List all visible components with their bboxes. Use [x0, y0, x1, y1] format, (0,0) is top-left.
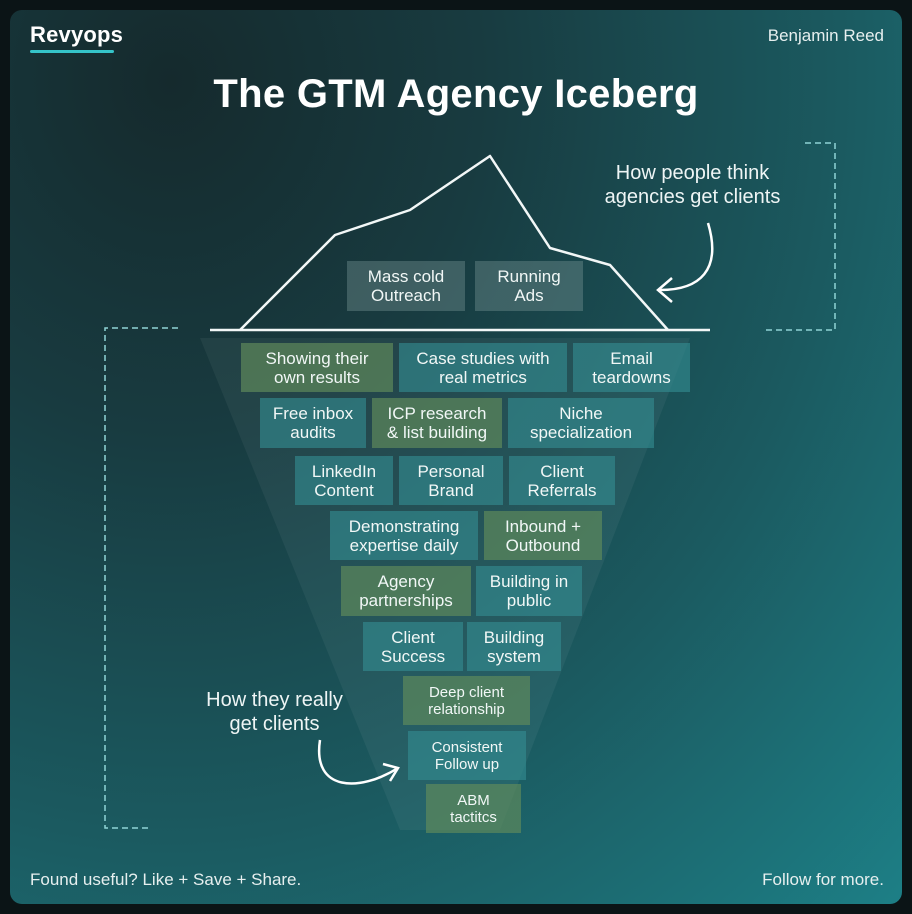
author-name: Benjamin Reed [767, 26, 884, 45]
underwater-label: How they really get clients [182, 688, 367, 736]
item-line1: Building in [489, 572, 569, 591]
tip-label-line2: agencies get clients [604, 186, 781, 208]
tip-label: How people think agencies get clients [585, 161, 800, 209]
tip-item-line1: Running [497, 267, 561, 286]
item-line1: Client [540, 461, 584, 481]
item-line2: public [506, 591, 552, 610]
item-line1: Case studies with [416, 348, 550, 368]
item-line1: Showing their [265, 348, 369, 368]
brand-logo: Revyops [30, 22, 124, 47]
underwater-item: Inbound +Outbound [484, 511, 602, 560]
item-line2: & list building [386, 423, 488, 442]
item-line1: Free inbox [272, 404, 354, 423]
item-line1: Personal [417, 461, 485, 481]
iceberg-card: Revyops Benjamin Reed The GTM Agency Ice… [10, 10, 902, 904]
item-line2: teardowns [592, 367, 671, 387]
item-line2: own results [274, 367, 360, 387]
item-line1: Consistent [431, 738, 503, 756]
item-line1: Inbound + [504, 516, 582, 536]
brand-underline [30, 50, 114, 53]
tip-item-line1: Mass cold [367, 267, 445, 286]
tip-item-line2: Ads [514, 286, 544, 305]
item-line2: tactitcs [450, 808, 497, 826]
item-line1: Demonstrating [348, 516, 460, 536]
item-line1: ICP research [387, 404, 487, 423]
item-line2: Success [380, 646, 446, 666]
tip-arrow [659, 222, 714, 292]
item-line2: Content [314, 480, 374, 500]
tip-arrow-head [656, 277, 673, 303]
item-line1: Deep client [428, 683, 505, 701]
item-line2: partnerships [359, 591, 453, 610]
item-line1: LinkedIn [311, 461, 377, 481]
item-line2: Referrals [527, 480, 597, 500]
tip-bracket [765, 142, 836, 331]
item-line2: system [487, 646, 541, 666]
item-line2: relationship [428, 700, 505, 718]
underwater-item: ICP research& list building [372, 398, 502, 448]
item-line2: specialization [529, 423, 633, 442]
page-title: The GTM Agency Iceberg [213, 72, 699, 116]
item-line1: Client [391, 627, 435, 647]
item-line2: real metrics [439, 367, 527, 387]
tip-label-line1: How people think [615, 162, 770, 184]
under-label-line2: get clients [229, 713, 320, 735]
item-line1: ABM [457, 791, 490, 809]
item-line2: audits [290, 423, 336, 442]
under-arrow [317, 739, 399, 785]
iceberg-tip-outline [239, 154, 669, 331]
item-line2: Outbound [505, 535, 581, 555]
under-arrow-head [382, 762, 400, 782]
footer-follow: Follow for more. [762, 870, 884, 889]
item-line2: Brand [428, 480, 474, 500]
item-line1: Email [610, 348, 653, 368]
footer-cta: Found useful? Like + Save + Share. [30, 870, 302, 889]
item-line2: Follow up [434, 755, 500, 773]
item-line1: Building [483, 627, 545, 647]
under-label-line1: How they really [206, 689, 343, 711]
item-line1: Niche [559, 404, 603, 423]
item-line1: Agency [377, 572, 435, 591]
tip-item-line2: Outreach [371, 286, 441, 305]
item-line2: expertise daily [349, 535, 459, 555]
underwater-bracket [104, 327, 178, 829]
